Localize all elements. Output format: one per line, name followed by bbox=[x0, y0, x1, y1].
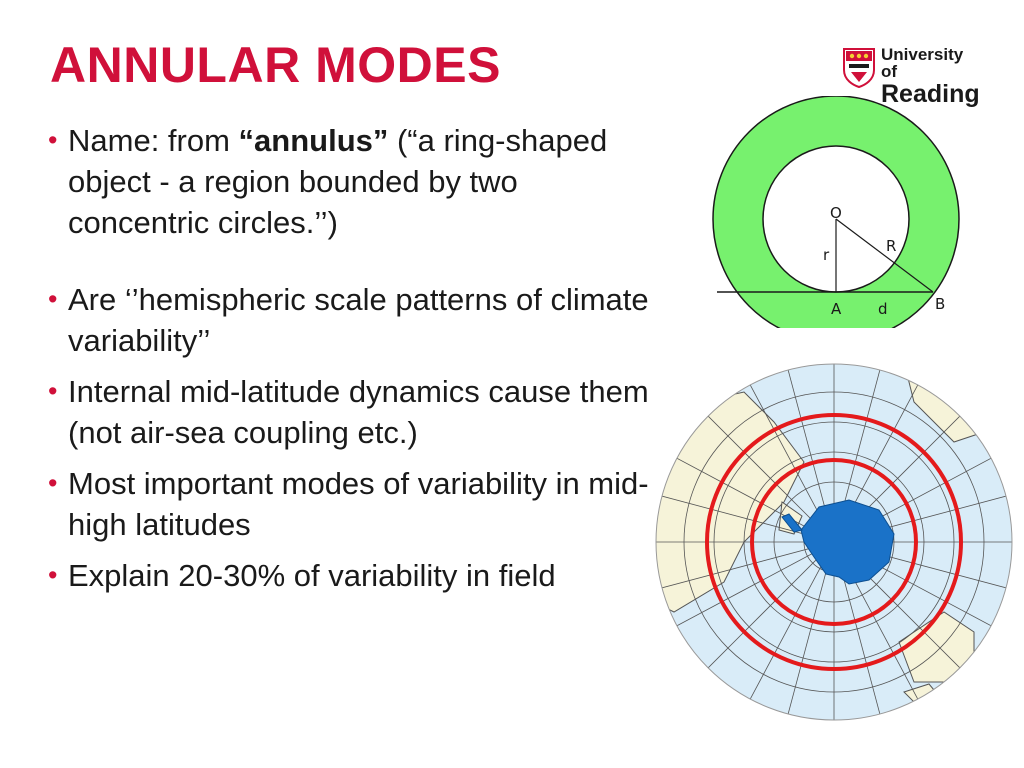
outer-radius-line bbox=[835, 218, 934, 293]
antarctic-peninsula bbox=[781, 513, 803, 533]
bullet-important-modes: Most important modes of variability in m… bbox=[46, 463, 651, 545]
antarctica bbox=[800, 499, 895, 585]
bullet-annulus-definition: Name: from “annulus” (“a ring-shaped obj… bbox=[46, 120, 651, 243]
label-inner-radius: r bbox=[823, 246, 830, 264]
annulus-diagram: O r R A d B bbox=[712, 96, 960, 328]
logo-line-2: Reading bbox=[881, 80, 980, 108]
label-outer-radius: R bbox=[886, 237, 896, 255]
university-logo: University of Reading bbox=[843, 45, 983, 107]
label-center-o: O bbox=[830, 204, 842, 222]
logo-line-1: University of bbox=[881, 45, 964, 81]
slide-title: ANNULAR MODES bbox=[50, 37, 501, 93]
label-segment-d: d bbox=[878, 300, 888, 318]
bullet-internal-dynamics: Internal mid-latitude dynamics cause the… bbox=[46, 371, 651, 453]
polar-map bbox=[655, 363, 1013, 721]
label-point-a: A bbox=[831, 300, 842, 318]
bullet-list: Name: from “annulus” (“a ring-shaped obj… bbox=[46, 120, 651, 596]
label-point-b: B bbox=[935, 295, 945, 313]
crest-icon bbox=[843, 48, 875, 88]
bullet-variability-explained: Explain 20-30% of variability in field bbox=[46, 555, 651, 596]
outer-red-circle bbox=[705, 413, 963, 671]
inner-red-circle bbox=[750, 458, 918, 626]
globe-outline bbox=[655, 363, 1013, 721]
bullet-hemispheric-patterns: Are ‘’hemispheric scale patterns of clim… bbox=[46, 279, 651, 361]
